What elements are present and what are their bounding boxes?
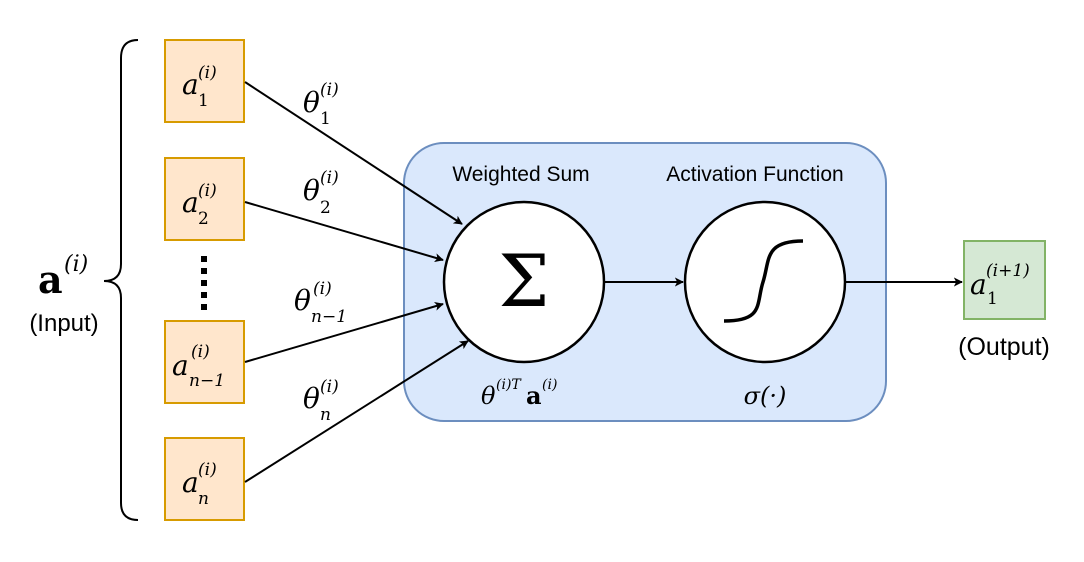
svg-text:a: a: [970, 268, 987, 301]
input-box-2: [164, 157, 245, 241]
weighted-sum-formula: θ (i)T a (i): [481, 377, 557, 410]
activation-function-title: Activation Function: [666, 163, 843, 186]
activation-formula: σ(·): [744, 382, 787, 410]
svg-text:n: n: [198, 489, 209, 509]
svg-text:(i): (i): [313, 279, 332, 299]
svg-text:1: 1: [198, 91, 209, 111]
svg-text:θ: θ: [303, 174, 320, 207]
svg-text:(i)T: (i)T: [496, 377, 522, 393]
weight-label-1: θ (i) 1: [303, 80, 339, 129]
svg-text:a: a: [172, 349, 189, 382]
svg-text:(i): (i): [191, 342, 210, 362]
input-vector-superscript: (i): [64, 252, 88, 277]
weight-label-n-minus-1: θ (i) n−1: [294, 279, 347, 327]
svg-text:θ: θ: [303, 382, 320, 415]
output-box: [963, 240, 1046, 320]
svg-text:1: 1: [320, 109, 331, 129]
input-box-1: [164, 39, 245, 123]
sigmoid-curve-icon: [723, 239, 804, 323]
svg-text:θ: θ: [303, 86, 320, 119]
input-box-n: [164, 437, 245, 521]
input-caption: (Input): [29, 310, 98, 337]
svg-text:n: n: [320, 405, 331, 425]
svg-text:1: 1: [987, 289, 998, 309]
output-caption: (Output): [958, 333, 1050, 361]
weight-edge-2: [244, 201, 444, 263]
svg-text:2: 2: [320, 198, 331, 218]
svg-text:θ: θ: [294, 284, 311, 317]
sigma-icon: Σ: [499, 239, 550, 323]
input-brace: [103, 39, 139, 521]
weight-edge-n-minus-1: [244, 301, 444, 363]
svg-text:n−1: n−1: [189, 371, 225, 391]
svg-text:(i): (i): [320, 377, 339, 397]
svg-text:(i): (i): [320, 80, 339, 100]
svg-text:2: 2: [198, 209, 209, 229]
weight-edge-n: [244, 340, 469, 483]
svg-text:a: a: [182, 68, 199, 101]
input-vector-symbol: a: [38, 257, 63, 302]
svg-text:(i+1): (i+1): [986, 261, 1030, 281]
input-box-n-minus-1: [164, 320, 245, 404]
svg-text:n−1: n−1: [311, 307, 347, 327]
vertical-ellipsis: [201, 256, 207, 310]
activation-node: [683, 200, 847, 364]
svg-text:a: a: [182, 186, 199, 219]
svg-text:a: a: [182, 466, 199, 499]
svg-text:(i): (i): [198, 63, 217, 83]
input-label-2: a (i) 2: [182, 181, 217, 229]
svg-text:θ: θ: [481, 382, 496, 410]
input-label-n: a (i) n: [182, 460, 217, 509]
svg-text:(i): (i): [320, 168, 339, 188]
svg-text:(i): (i): [198, 460, 217, 480]
svg-text:(i): (i): [198, 181, 217, 201]
svg-text:(i): (i): [542, 377, 557, 393]
weight-edge-1: [244, 81, 463, 225]
svg-text:a: a: [526, 381, 542, 410]
weighted-sum-title: Weighted Sum: [452, 163, 589, 186]
input-label-1: a (i) 1: [182, 63, 217, 111]
output-label: a (i+1) 1: [970, 261, 1030, 309]
weight-label-n: θ (i) n: [303, 377, 339, 425]
weight-label-2: θ (i) 2: [303, 168, 339, 218]
input-label-n-minus-1: a (i) n−1: [172, 342, 225, 391]
